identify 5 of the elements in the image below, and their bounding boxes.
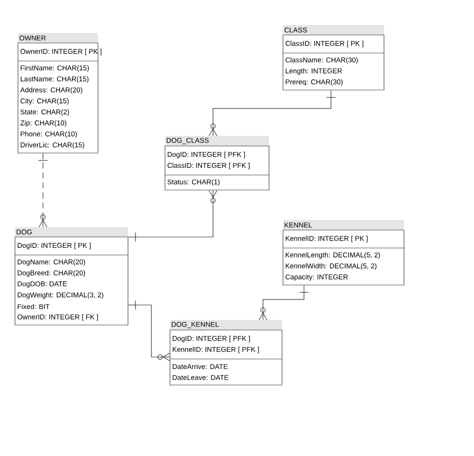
relationship-line (258, 285, 308, 320)
relationship-line (128, 190, 218, 242)
relationship-line (128, 300, 170, 362)
relationship-line (38, 153, 48, 228)
relationship-line (208, 90, 336, 136)
